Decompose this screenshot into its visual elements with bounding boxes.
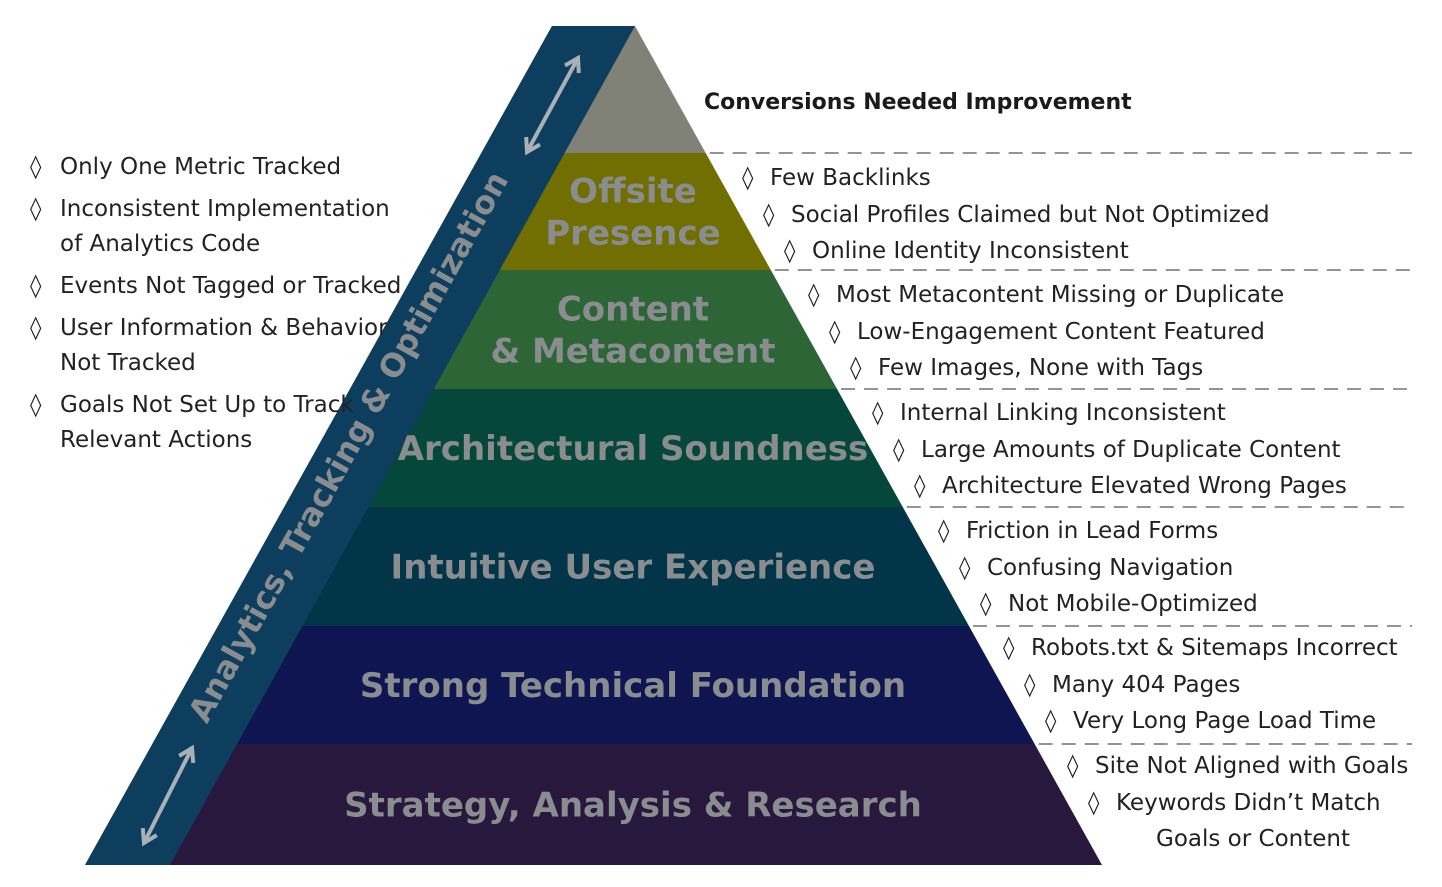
right-issue-content: ◊ Most Metacontent Missing or Duplicate xyxy=(808,281,1284,309)
right-issue-ux: ◊ Not Mobile-Optimized xyxy=(980,590,1258,618)
right-issue-offsite: ◊ Online Identity Inconsistent xyxy=(784,237,1129,265)
right-issue-offsite: ◊ Few Backlinks xyxy=(742,164,931,192)
diamond-bullet-icon: ◊ xyxy=(959,554,971,581)
diamond-bullet-icon: ◊ xyxy=(1003,635,1015,661)
tier-dividers xyxy=(709,152,1412,745)
right-issue-strategy: ◊ Keywords Didn’t Match xyxy=(1088,789,1381,817)
right-issue-text: Robots.txt & Sitemaps Incorrect xyxy=(1031,635,1398,661)
diamond-bullet-icon: ◊ xyxy=(30,392,42,418)
right-issue-text: Large Amounts of Duplicate Content xyxy=(921,436,1341,463)
right-issue-text: Internal Linking Inconsistent xyxy=(900,400,1226,426)
diamond-bullet-icon: ◊ xyxy=(829,318,841,345)
tier-architecture xyxy=(284,389,903,507)
tier-technical xyxy=(152,626,1035,744)
right-issue-text: Few Images, None with Tags xyxy=(878,355,1204,381)
diamond-bullet-icon: ◊ xyxy=(742,165,754,191)
right-issue-text: Low-Engagement Content Featured xyxy=(857,318,1265,345)
diamond-bullet-icon: ◊ xyxy=(30,273,42,299)
diamond-bullet-icon: ◊ xyxy=(914,473,926,499)
diamond-bullet-icon: ◊ xyxy=(1024,671,1036,698)
side-band xyxy=(85,26,635,865)
right-issue-ux: ◊ Friction in Lead Forms xyxy=(938,517,1218,545)
diamond-bullet-icon: ◊ xyxy=(784,238,796,264)
diamond-bullet-icon: ◊ xyxy=(893,436,905,463)
tier-label-offsite: Presence xyxy=(545,214,720,254)
diamond-bullet-icon: ◊ xyxy=(872,400,884,426)
tier-label-offsite: Offsite xyxy=(569,172,697,212)
left-issue-text: Only One Metric Tracked xyxy=(60,154,342,180)
diamond-bullet-icon: ◊ xyxy=(30,154,42,180)
left-issue-item: ◊ Goals Not Set Up to Track Relevant Acti… xyxy=(30,388,410,458)
tier-strategy xyxy=(85,744,1102,865)
right-issue-text: Site Not Aligned with Goals xyxy=(1095,753,1409,779)
tier-label-content: & Metacontent xyxy=(490,332,775,372)
left-issue-item: ◊ Events Not Tagged or Tracked xyxy=(30,269,410,304)
double-arrow-icon xyxy=(140,744,196,847)
right-issue-content: ◊ Few Images, None with Tags xyxy=(850,354,1203,382)
diamond-bullet-icon: ◊ xyxy=(1045,708,1057,734)
diamond-bullet-icon: ◊ xyxy=(938,518,950,544)
right-issue-text: Very Long Page Load Time xyxy=(1073,708,1377,734)
left-issue-item: ◊ User Information & Behavior Not Tracked xyxy=(30,311,410,381)
right-issue-text: Social Profiles Claimed but Not Optimize… xyxy=(791,201,1270,228)
diamond-bullet-icon: ◊ xyxy=(1067,753,1079,779)
right-issue-strategy: ◊ Site Not Aligned with Goals xyxy=(1067,752,1408,780)
right-issue-text: Architecture Elevated Wrong Pages xyxy=(942,473,1347,499)
right-issue-technical: ◊ Robots.txt & Sitemaps Incorrect xyxy=(1003,634,1398,662)
tier-ux xyxy=(218,507,969,626)
pyramid-tiers xyxy=(85,26,1102,865)
left-issue-item: ◊ Inconsistent Implementation of Analytic… xyxy=(30,192,410,262)
right-issue-text: Not Mobile-Optimized xyxy=(1008,591,1258,617)
side-arrows xyxy=(140,54,581,847)
right-issue-strategy: Goals or Content xyxy=(1128,825,1350,853)
tier-label-strategy: Strategy, Analysis & Research xyxy=(344,786,922,826)
right-issue-ux: ◊ Confusing Navigation xyxy=(959,554,1233,582)
diamond-bullet-icon: ◊ xyxy=(30,196,42,222)
right-issue-offsite: ◊ Social Profiles Claimed but Not Optimiz… xyxy=(763,201,1270,229)
left-issue-list: ◊ Only One Metric Tracked ◊ Inconsistent Im… xyxy=(30,150,410,465)
left-issue-text: Inconsistent Implementation of Analytics… xyxy=(60,196,390,257)
right-issue-text: Online Identity Inconsistent xyxy=(812,238,1129,264)
diamond-bullet-icon: ◊ xyxy=(850,355,862,381)
tier-label-ux: Intuitive User Experience xyxy=(391,548,876,588)
right-issue-text: Goals or Content xyxy=(1156,826,1350,852)
right-issue-text: Confusing Navigation xyxy=(987,554,1234,581)
diamond-bullet-icon: ◊ xyxy=(980,591,992,617)
right-issue-architecture: ◊ Architecture Elevated Wrong Pages xyxy=(914,472,1347,500)
left-issue-item: ◊ Only One Metric Tracked xyxy=(30,150,410,185)
right-issue-text: Keywords Didn’t Match xyxy=(1116,789,1381,816)
diamond-bullet-icon: ◊ xyxy=(1088,789,1100,816)
right-issue-text: Many 404 Pages xyxy=(1052,671,1241,698)
diamond-bullet-icon: ◊ xyxy=(808,282,820,308)
right-issue-architecture: ◊ Large Amounts of Duplicate Content xyxy=(893,436,1341,464)
left-issue-text: User Information & Behavior Not Tracked xyxy=(60,315,388,376)
right-issue-architecture: ◊ Internal Linking Inconsistent xyxy=(872,399,1226,427)
left-issue-text: Goals Not Set Up to Track Relevant Actio… xyxy=(60,392,354,453)
diamond-bullet-icon: ◊ xyxy=(30,315,42,341)
double-arrow-icon xyxy=(524,54,581,156)
right-issue-technical: ◊ Many 404 Pages xyxy=(1024,671,1240,699)
tier-label-technical: Strong Technical Foundation xyxy=(360,666,906,706)
right-issue-text: Friction in Lead Forms xyxy=(966,518,1219,544)
tier-label-content: Content xyxy=(557,290,709,330)
right-issue-technical: ◊ Very Long Page Load Time xyxy=(1045,707,1376,735)
top-tier-title: Conversions Needed Improvement xyxy=(704,90,1132,115)
right-issue-content: ◊ Low-Engagement Content Featured xyxy=(829,318,1265,346)
tier-label-architecture: Architectural Soundness xyxy=(398,429,869,469)
diamond-bullet-icon: ◊ xyxy=(763,201,775,228)
right-issue-text: Most Metacontent Missing or Duplicate xyxy=(836,282,1285,308)
left-issue-text: Events Not Tagged or Tracked xyxy=(60,273,402,299)
right-issue-text: Few Backlinks xyxy=(770,165,931,191)
